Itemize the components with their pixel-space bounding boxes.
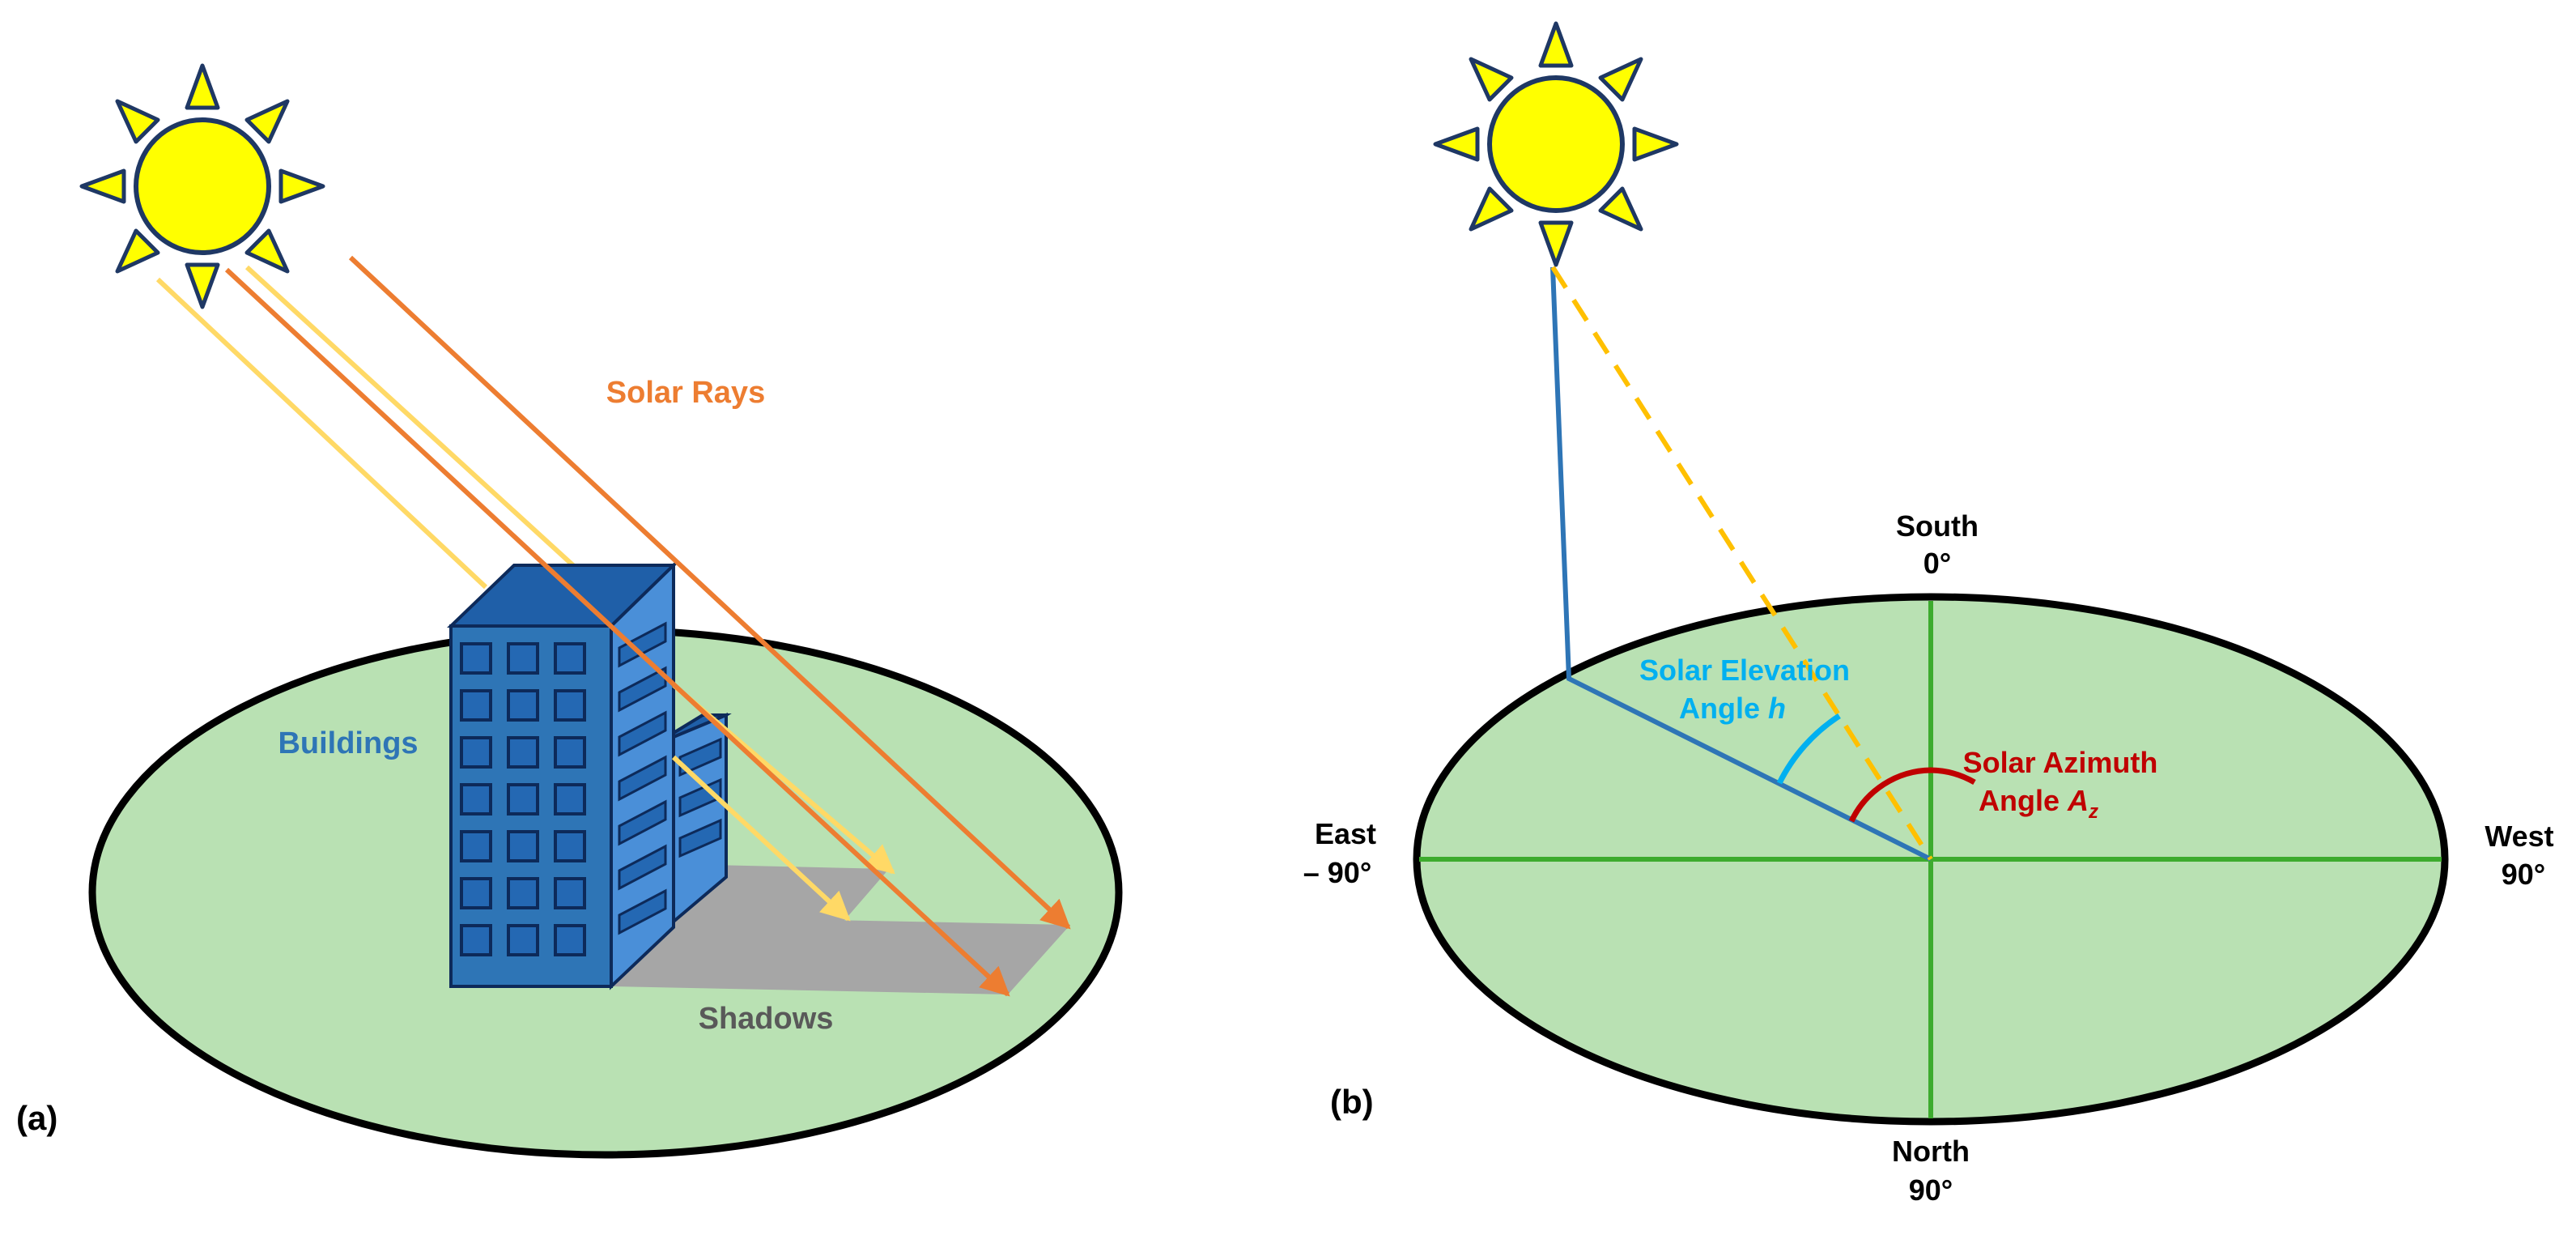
building-window bbox=[554, 783, 586, 816]
solar-rays-label: Solar Rays bbox=[606, 376, 765, 410]
north-label: North bbox=[1892, 1135, 1970, 1168]
elevation-angle-label: Solar Elevation bbox=[1639, 654, 1850, 687]
solar-ray-orange-1 bbox=[224, 267, 1010, 997]
building-side-window bbox=[618, 844, 667, 891]
azimuth-angle-arc bbox=[1848, 767, 1976, 823]
building-side-window bbox=[618, 888, 667, 935]
building-window bbox=[460, 736, 492, 769]
building-window bbox=[460, 830, 492, 862]
building-window bbox=[460, 924, 492, 956]
building-window bbox=[554, 689, 586, 722]
north-degree: 90° bbox=[1909, 1173, 1953, 1207]
azimuth-angle-subscript: z bbox=[2088, 801, 2098, 823]
building-window bbox=[460, 642, 492, 675]
shadows-label: Shadows bbox=[699, 1002, 834, 1036]
building-window bbox=[554, 830, 586, 862]
building-side-window bbox=[618, 755, 667, 802]
building-window bbox=[460, 783, 492, 816]
building-window bbox=[460, 877, 492, 909]
building-side-window bbox=[678, 737, 722, 777]
building-window bbox=[507, 783, 539, 816]
building-side-window bbox=[618, 799, 667, 846]
building-window bbox=[460, 689, 492, 722]
shadow-main bbox=[611, 917, 1070, 994]
building-window bbox=[507, 736, 539, 769]
buildings-label: Buildings bbox=[278, 726, 418, 760]
building-window bbox=[554, 877, 586, 909]
solar-projection-line bbox=[1550, 266, 1932, 862]
sun-icon bbox=[1433, 21, 1679, 267]
elevation-angle-symbol: h bbox=[1768, 692, 1786, 725]
azimuth-angle-word: Angle bbox=[1979, 784, 2068, 817]
building-side-window bbox=[618, 666, 667, 713]
panel-b: South 0° North 90° East – 90° West 90° S… bbox=[1303, 21, 2554, 1207]
building-window bbox=[507, 877, 539, 909]
west-label: West bbox=[2485, 820, 2553, 853]
elevation-angle-label-line2: Angle h bbox=[1679, 692, 1786, 725]
building-side-window bbox=[618, 621, 667, 668]
building-side-window bbox=[678, 818, 722, 858]
panel-a-label: (a) bbox=[16, 1099, 57, 1137]
panel-b-label: (b) bbox=[1330, 1083, 1374, 1121]
solar-ray-yellow-2 bbox=[244, 265, 577, 569]
elevation-angle-arc bbox=[1776, 713, 1841, 785]
building-window bbox=[554, 642, 586, 675]
building-short bbox=[672, 713, 732, 926]
east-label: East bbox=[1315, 817, 1376, 850]
panel-a: Solar Rays Buildings Shadows (a) bbox=[16, 63, 1123, 1159]
building-tall bbox=[447, 561, 678, 990]
solar-ray-dashed bbox=[1550, 266, 1933, 861]
building-window bbox=[507, 689, 539, 722]
east-degree: – 90° bbox=[1303, 856, 1371, 889]
azimuth-angle-symbol: A bbox=[2067, 784, 2089, 817]
building-window bbox=[507, 642, 539, 675]
west-degree: 90° bbox=[2502, 858, 2545, 891]
solar-ray-yellow-1 bbox=[155, 277, 488, 590]
building-window bbox=[554, 736, 586, 769]
building-side-window bbox=[618, 710, 667, 757]
south-degree: 0° bbox=[1923, 547, 1951, 580]
solar-ray-yellow-4 bbox=[671, 755, 851, 922]
elevation-angle-word: Angle bbox=[1679, 692, 1768, 725]
south-label: South bbox=[1896, 509, 1979, 543]
azimuth-angle-label: Solar Azimuth bbox=[1963, 746, 2158, 779]
azimuth-angle-label-line2: Angle Az bbox=[1979, 784, 2098, 823]
building-window bbox=[507, 830, 539, 862]
building-window bbox=[554, 924, 586, 956]
solar-ray-orange-2 bbox=[348, 255, 1071, 930]
sun-icon bbox=[79, 63, 325, 309]
building-window bbox=[507, 924, 539, 956]
